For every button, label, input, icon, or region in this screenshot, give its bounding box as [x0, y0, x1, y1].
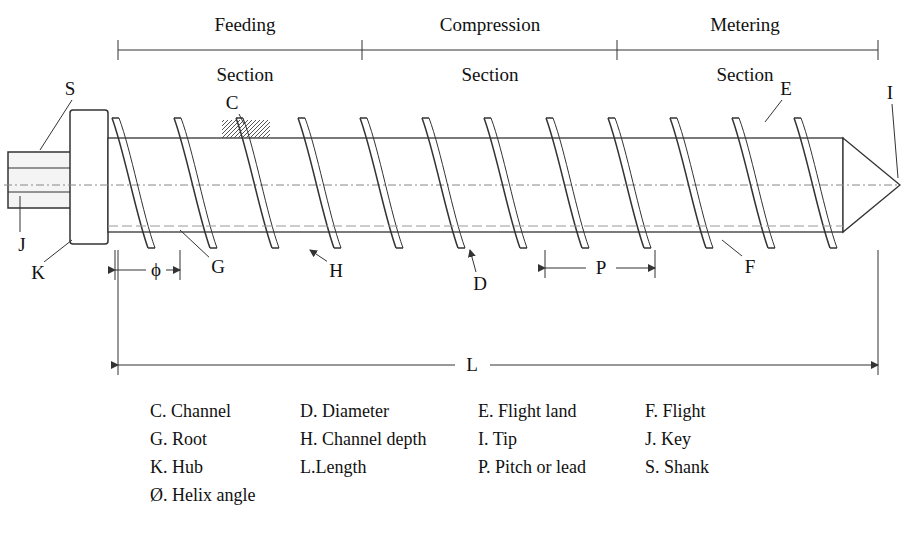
callout-letter: C: [224, 92, 241, 114]
key-entry: Ø. Helix angle: [150, 484, 255, 506]
callout-letter: I: [885, 82, 895, 104]
section-heading: Compression Section: [440, 0, 540, 100]
key-entry: K. Hub: [150, 456, 203, 478]
callout-letter: E: [778, 78, 794, 100]
callout-letter: J: [16, 234, 27, 256]
callout-letter: S: [63, 78, 78, 100]
section-heading: Metering Section: [710, 0, 780, 100]
callout-letter: D: [471, 273, 489, 295]
key-entry: C. Channel: [150, 400, 231, 422]
key-entry: E. Flight land: [478, 400, 577, 422]
key-entry: F. Flight: [645, 400, 706, 422]
callout-letter: K: [29, 262, 47, 284]
key-entry: L.Length: [300, 456, 366, 478]
section-heading: Feeding Section: [214, 0, 275, 100]
key-entry: G. Root: [150, 428, 207, 450]
key-entry: I. Tip: [478, 428, 517, 450]
callout-symbol: ϕ: [149, 259, 163, 281]
callout-letter: P: [594, 257, 609, 279]
key-entry: S. Shank: [645, 456, 709, 478]
callout-letter: G: [209, 256, 227, 278]
key-entry: J. Key: [645, 428, 691, 450]
callout-letter: L: [464, 354, 480, 376]
callout-letter: H: [327, 260, 345, 282]
callout-letter: F: [743, 256, 758, 278]
key-entry: H. Channel depth: [300, 428, 426, 450]
key-entry: D. Diameter: [300, 400, 389, 422]
key-entry: P. Pitch or lead: [478, 456, 586, 478]
